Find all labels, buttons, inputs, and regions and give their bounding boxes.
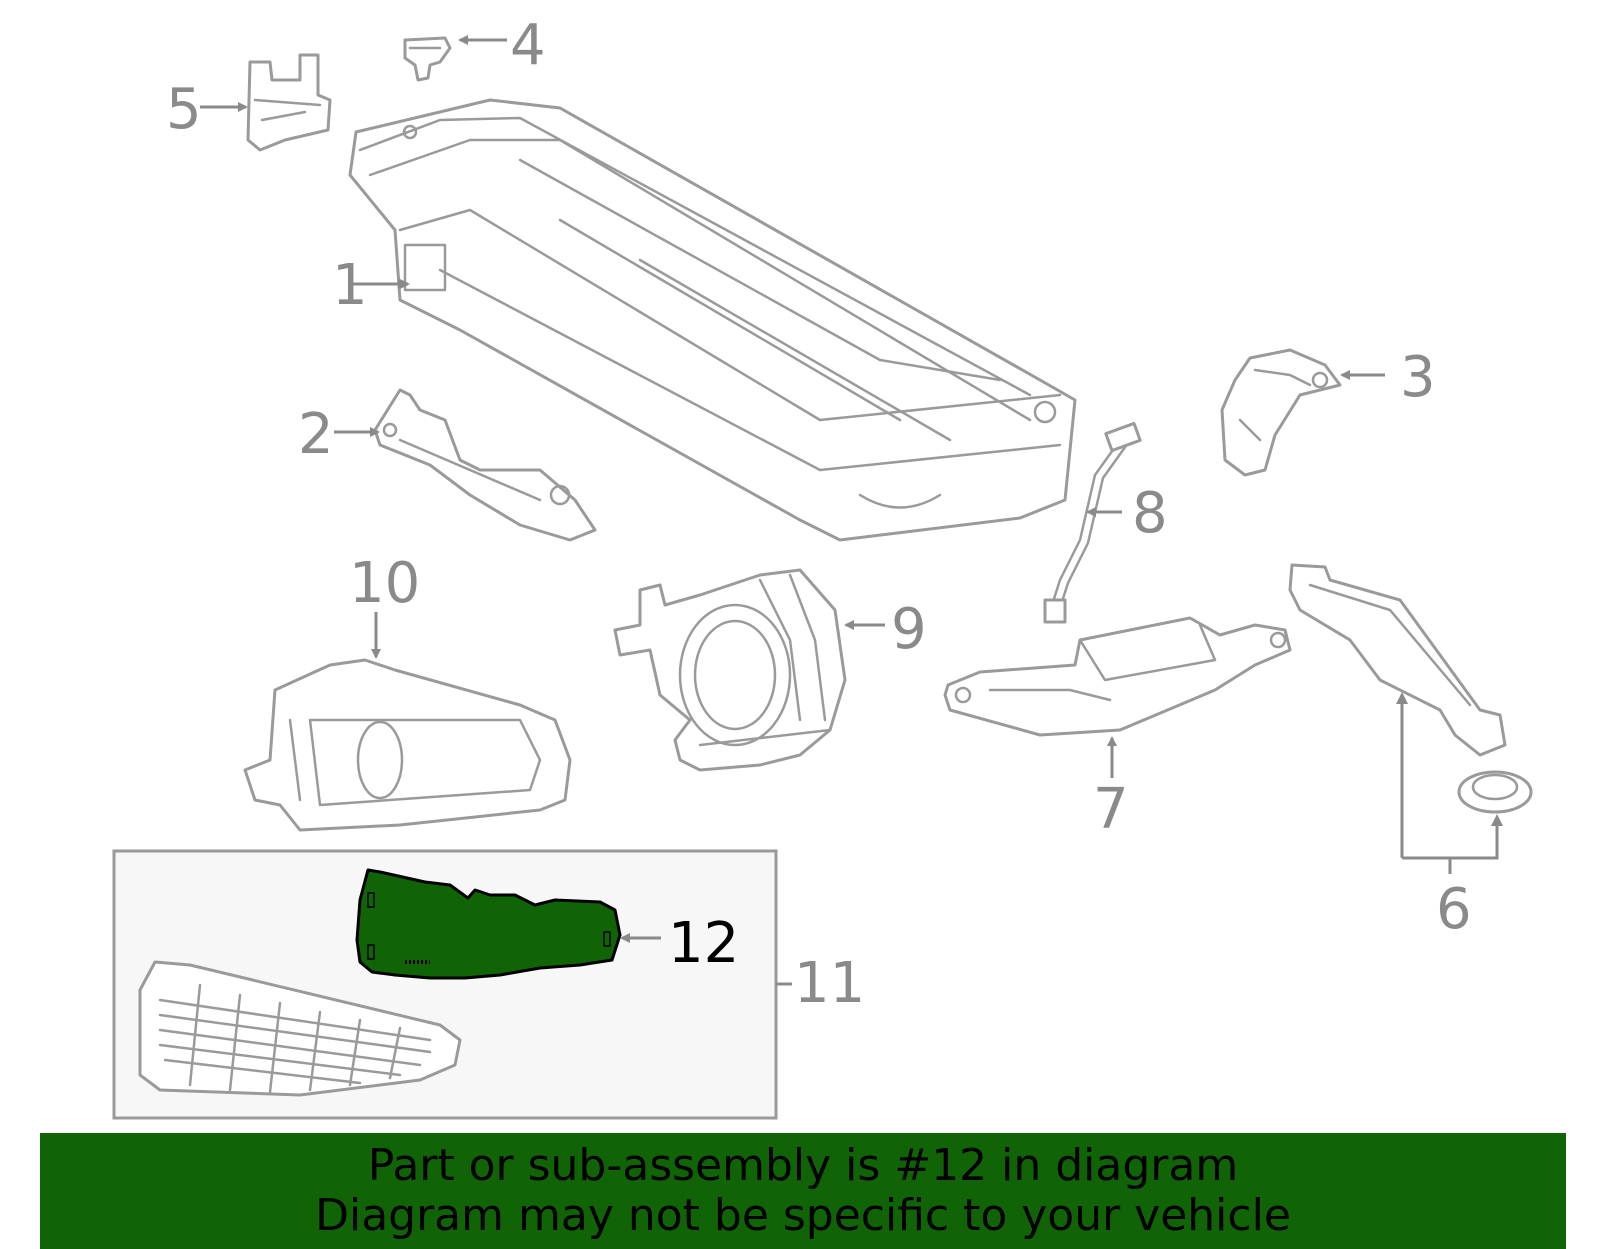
callout-5: 5 <box>166 77 202 142</box>
callout-4: 4 <box>510 13 546 78</box>
part-1-battery-assembly[interactable] <box>348 98 1077 542</box>
callout-12: 12 <box>668 911 739 976</box>
callout-7: 7 <box>1093 777 1129 842</box>
part-2-bracket[interactable] <box>373 388 597 542</box>
callout-6: 6 <box>1436 877 1472 942</box>
callout-1: 1 <box>332 253 368 318</box>
callout-8: 8 <box>1132 481 1168 546</box>
part-8-wire-harness[interactable] <box>1043 421 1142 624</box>
info-banner: Part or sub-assembly is #12 in diagram D… <box>40 1133 1566 1249</box>
part-4-sensor[interactable] <box>403 36 452 82</box>
part-6-duct-and-plug[interactable] <box>1288 563 1533 814</box>
part-5-relay[interactable] <box>246 53 332 152</box>
part-10-duct-housing[interactable] <box>243 658 572 832</box>
callout-11: 11 <box>794 951 865 1016</box>
banner-line-2: Diagram may not be specific to your vehi… <box>315 1190 1291 1241</box>
part-7-tray[interactable] <box>943 616 1292 737</box>
callout-3: 3 <box>1400 345 1436 410</box>
part-3-bracket[interactable] <box>1220 348 1342 477</box>
part-9-blower-fan[interactable] <box>613 568 847 772</box>
callout-2: 2 <box>298 402 334 467</box>
leader-lines <box>200 35 1503 986</box>
callout-9: 9 <box>891 597 927 662</box>
grille-mesh <box>158 983 432 1094</box>
callout-10: 10 <box>349 551 420 616</box>
banner-line-1: Part or sub-assembly is #12 in diagram <box>367 1140 1239 1191</box>
